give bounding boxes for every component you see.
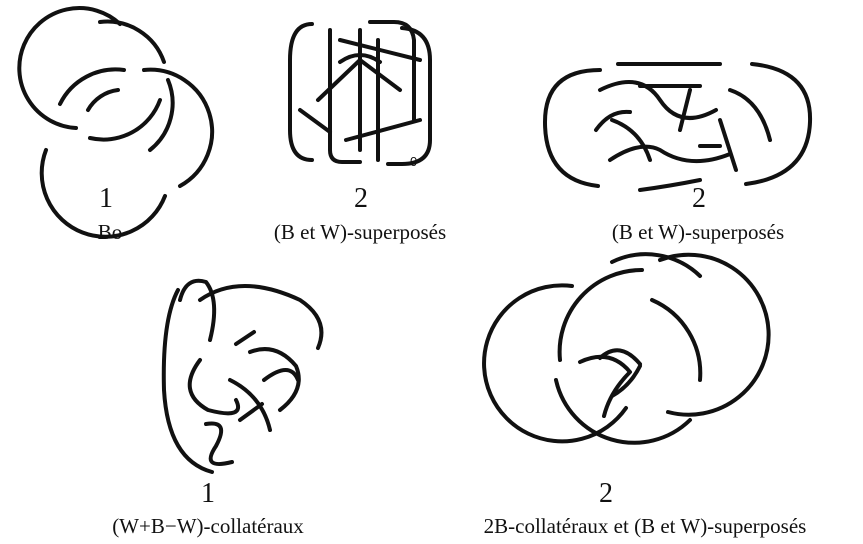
subscript-mark: 0 bbox=[410, 154, 418, 169]
figure-1-number: 1 bbox=[99, 183, 113, 214]
figure-2-caption: (B et W)-superposés bbox=[273, 220, 447, 244]
figure-4-caption: (W+B−W)-collatéraux bbox=[112, 514, 304, 538]
figure-5-caption: 2B-collatéraux et (B et W)-superposés bbox=[483, 514, 807, 538]
figure-4-number: 1 bbox=[201, 478, 215, 509]
figure-3-caption: (B et W)-superposés bbox=[611, 220, 785, 244]
figure-2-number: 2 bbox=[354, 183, 368, 214]
figure-3-number: 2 bbox=[692, 183, 706, 214]
figure-1-caption: Bo bbox=[97, 220, 123, 244]
figure-5-number: 2 bbox=[599, 478, 613, 509]
